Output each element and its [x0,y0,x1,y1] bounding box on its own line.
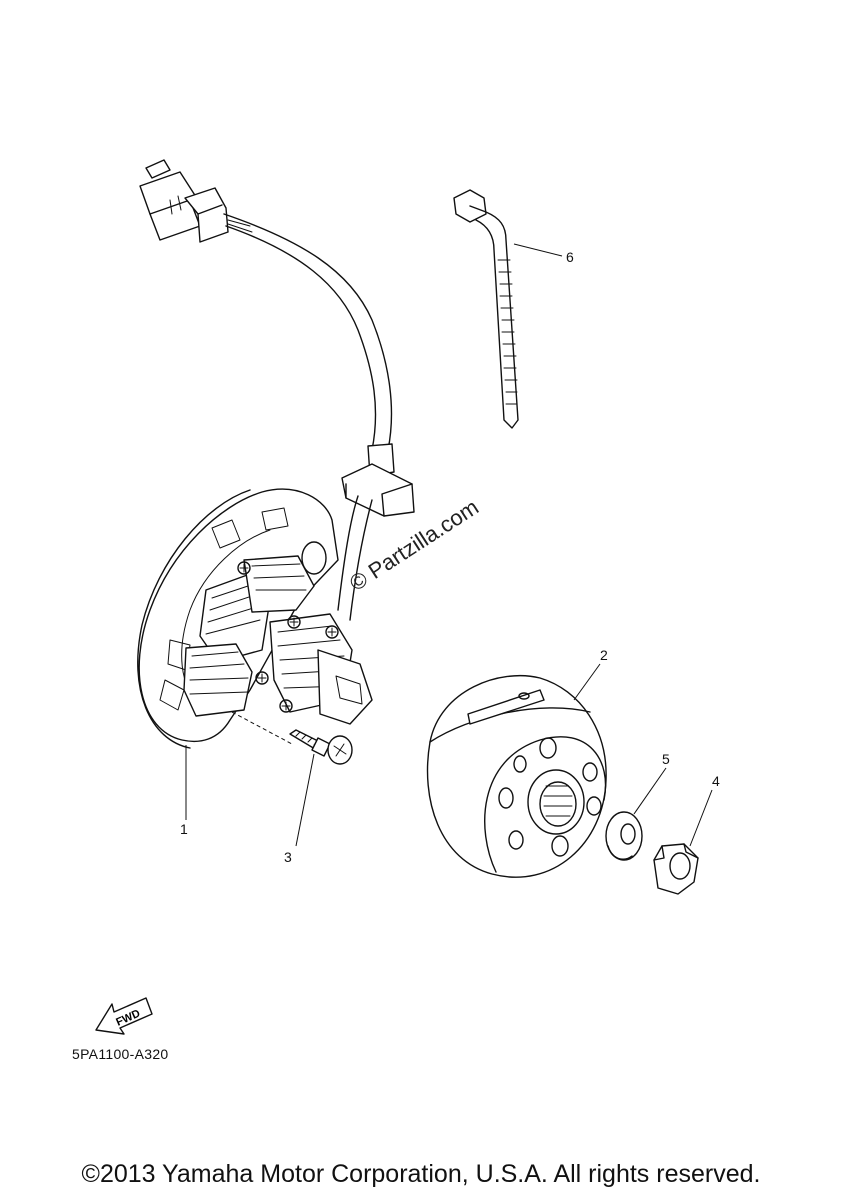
stator-assembly [137,159,415,820]
callout-2: 2 [600,647,608,663]
callout-3: 3 [284,849,292,865]
diagram-code: 5PA1100-A320 [72,1046,169,1062]
callout-4: 4 [712,773,720,789]
fwd-arrow-icon: FWD [95,997,153,1035]
callout-5: 5 [662,751,670,767]
nut [653,789,713,895]
callout-6: 6 [566,249,574,265]
callout-1: 1 [180,821,188,837]
wire-harness [223,213,415,621]
cable-tie [453,189,563,429]
screw [289,729,353,847]
rotor-flywheel [426,663,607,878]
copyright-notice: ©2013 Yamaha Motor Corporation, U.S.A. A… [81,1160,761,1188]
stator-coils [183,555,373,725]
harness-connector [139,159,229,243]
washer [605,767,667,861]
